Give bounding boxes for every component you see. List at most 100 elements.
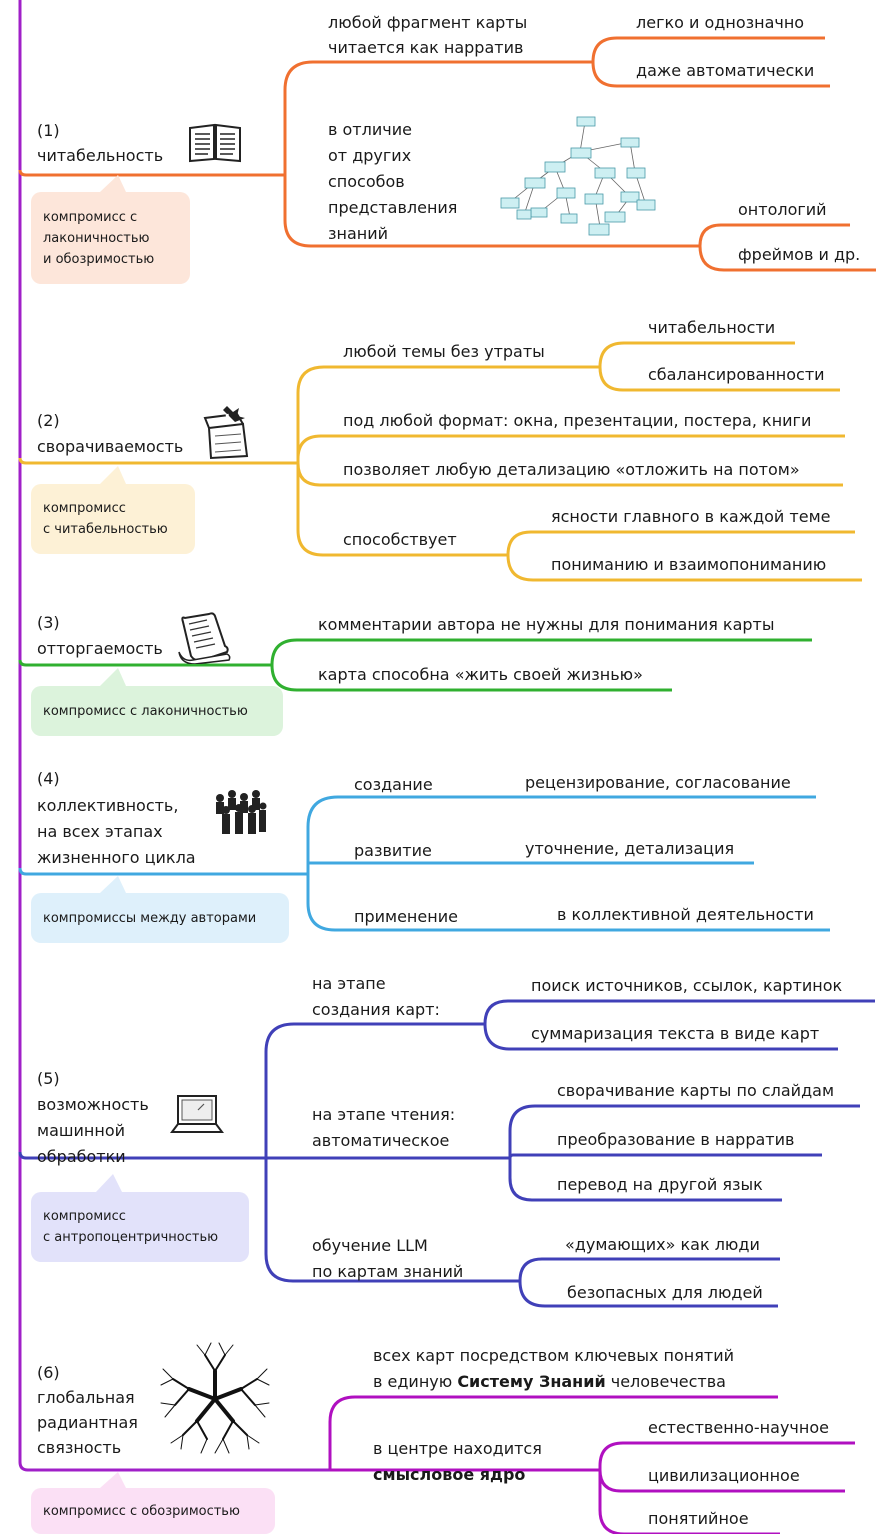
topic-2-leaf: ясности главного в каждой теме bbox=[551, 507, 831, 526]
branch-lines-1 bbox=[18, 36, 876, 272]
topic-6-title: глобальная bbox=[37, 1388, 135, 1407]
branch-lines-3 bbox=[18, 638, 812, 692]
note-line: компромисс bbox=[43, 501, 126, 516]
topic-1-branch-2: способов bbox=[328, 172, 405, 191]
topic-4-title: на всех этапах bbox=[37, 822, 163, 841]
box-icon bbox=[203, 406, 249, 460]
topic-3-branch-2: карта способна «жить своей жизнью» bbox=[318, 665, 643, 684]
topic-5-number: (5) bbox=[37, 1069, 60, 1088]
topic-5-leaf: безопасных для людей bbox=[567, 1283, 763, 1302]
note-tail-4 bbox=[100, 876, 126, 893]
topic-1-title: читабельность bbox=[37, 146, 164, 165]
topic-1-branch-2: представления bbox=[328, 198, 458, 217]
topic-5-branch-3: обучение LLM bbox=[312, 1236, 428, 1255]
topic-1-note: компромисс с лаконичностью и обозримость… bbox=[31, 192, 190, 284]
topic-4-note: компромиссы между авторами bbox=[31, 893, 289, 943]
topic-5-branch-3: по картам знаний bbox=[312, 1262, 464, 1281]
topic-4-leaf: в коллективной деятельности bbox=[557, 905, 814, 924]
topic-5-leaf: сворачивание карты по слайдам bbox=[557, 1081, 835, 1100]
text-run-bold: Систему Знаний bbox=[457, 1372, 606, 1391]
topic-2-title: сворачиваемость bbox=[37, 437, 184, 456]
note-line: лаконичностью bbox=[43, 230, 150, 246]
topic-1-branch-1: читается как нарратив bbox=[328, 38, 524, 57]
note-line: и обозримостью bbox=[43, 251, 155, 267]
topic-5-leaf: преобразование в нарратив bbox=[557, 1130, 795, 1149]
topic-1-leaf: фреймов и др. bbox=[738, 245, 861, 264]
topic-2-branch-4: способствует bbox=[343, 530, 457, 549]
topic-2-leaf: читабельности bbox=[648, 318, 776, 337]
tree-icon bbox=[160, 1342, 270, 1454]
note-line: компромисс с bbox=[43, 209, 138, 225]
topic-6-leaf: понятийное bbox=[648, 1509, 749, 1528]
topic-1-branch-1: любой фрагмент карты bbox=[328, 13, 528, 32]
topic-6-branch-1: всех карт посредством ключевых понятий bbox=[373, 1346, 734, 1365]
topic-1-leaf: онтологий bbox=[738, 200, 827, 219]
topic-1-branch-2: в отличие bbox=[328, 120, 412, 139]
topic-2-branch-3: позволяет любую детализацию «отложить на… bbox=[343, 460, 800, 479]
topic-6-note: компромисс с обозримостью bbox=[31, 1488, 275, 1534]
topic-3-title: отторгаемость bbox=[37, 639, 163, 658]
topic-5-branch-2: автоматическое bbox=[312, 1131, 450, 1150]
topic-6-branch-2-bold: смысловое ядро bbox=[373, 1465, 526, 1484]
topic-6-title: радиантная bbox=[37, 1413, 138, 1432]
topic-5-branch-1: на этапе bbox=[312, 974, 386, 993]
topic-5-leaf: «думающих» как люди bbox=[565, 1235, 760, 1254]
topic-6-branch-1-line-2: в единую Систему Знаний человечества bbox=[373, 1369, 726, 1394]
note-line: с читабельностью bbox=[43, 522, 168, 537]
topic-3-branch-1: комментарии автора не нужны для понимани… bbox=[318, 615, 775, 634]
topic-2-number: (2) bbox=[37, 411, 60, 430]
topic-2-leaf: сбалансированности bbox=[648, 365, 825, 384]
concept-graph-icon bbox=[500, 116, 656, 236]
scroll-icon bbox=[178, 612, 231, 664]
laptop-icon bbox=[170, 1095, 224, 1133]
topic-2-leaf: пониманию и взаимопониманию bbox=[551, 555, 827, 574]
book-icon bbox=[189, 123, 241, 163]
note-line: компромисс с лаконичностью bbox=[43, 703, 248, 719]
note-line: компромисс с обозримостью bbox=[43, 1503, 240, 1519]
topic-5-branch-2: на этапе чтения: bbox=[312, 1105, 456, 1124]
crowd-icon bbox=[216, 790, 267, 834]
branch-lines-5 bbox=[18, 999, 875, 1308]
topic-5-branch-1: создания карт: bbox=[312, 1000, 440, 1019]
topic-5-note: компромисс с антропоцентричностью bbox=[31, 1192, 249, 1262]
note-line: компромиссы между авторами bbox=[43, 910, 257, 926]
spine-line bbox=[18, 0, 330, 1472]
topic-4-title: жизненного цикла bbox=[37, 848, 196, 867]
note-tail-1 bbox=[100, 175, 126, 192]
note-tail-2 bbox=[100, 466, 126, 484]
topic-1-leaf: легко и однозначно bbox=[636, 13, 805, 32]
branch-lines-4 bbox=[18, 795, 830, 932]
note-tail-6 bbox=[100, 1472, 126, 1488]
note-tail-3 bbox=[100, 668, 126, 686]
note-line: компромисс bbox=[43, 1209, 126, 1224]
topic-4-branch-2: развитие bbox=[354, 841, 432, 860]
topic-1-leaf: даже автоматически bbox=[636, 61, 815, 80]
topic-5-title: возможность bbox=[37, 1095, 149, 1114]
topic-6-branch-2: в центре находится bbox=[373, 1439, 542, 1458]
topic-3-note: компромисс с лаконичностью bbox=[31, 686, 283, 736]
topic-5-title: обработки bbox=[37, 1147, 126, 1166]
topic-6-title: связность bbox=[37, 1438, 122, 1457]
topic-5-leaf: поиск источников, ссылок, картинок bbox=[531, 976, 843, 995]
topic-2-note: компромисс с читабельностью bbox=[31, 484, 195, 554]
topic-4-leaf: рецензирование, согласование bbox=[525, 773, 791, 792]
text-run: в единую bbox=[373, 1372, 458, 1391]
topic-5-leaf: суммаризация текста в виде карт bbox=[531, 1024, 820, 1043]
topic-2-branch-1: любой темы без утраты bbox=[343, 342, 545, 361]
topic-4-title: коллективность, bbox=[37, 796, 179, 815]
topic-4-branch-1: создание bbox=[354, 775, 433, 794]
topic-1-number: (1) bbox=[37, 121, 60, 140]
topic-3-number: (3) bbox=[37, 613, 60, 632]
note-tail-5 bbox=[96, 1174, 122, 1192]
note-line: с антропоцентричностью bbox=[43, 1230, 219, 1245]
topic-4-number: (4) bbox=[37, 769, 60, 788]
topic-1-branch-2: знаний bbox=[328, 224, 389, 243]
topic-6-leaf: естественно-научное bbox=[648, 1418, 829, 1437]
topic-1-branch-2: от других bbox=[328, 146, 412, 165]
topic-4-leaf: уточнение, детализация bbox=[525, 839, 735, 858]
topic-5-leaf: перевод на другой язык bbox=[557, 1175, 763, 1194]
topic-6-leaf: цивилизационное bbox=[648, 1466, 800, 1485]
branch-lines-2 bbox=[18, 341, 862, 582]
text-run: человечества bbox=[605, 1372, 726, 1391]
